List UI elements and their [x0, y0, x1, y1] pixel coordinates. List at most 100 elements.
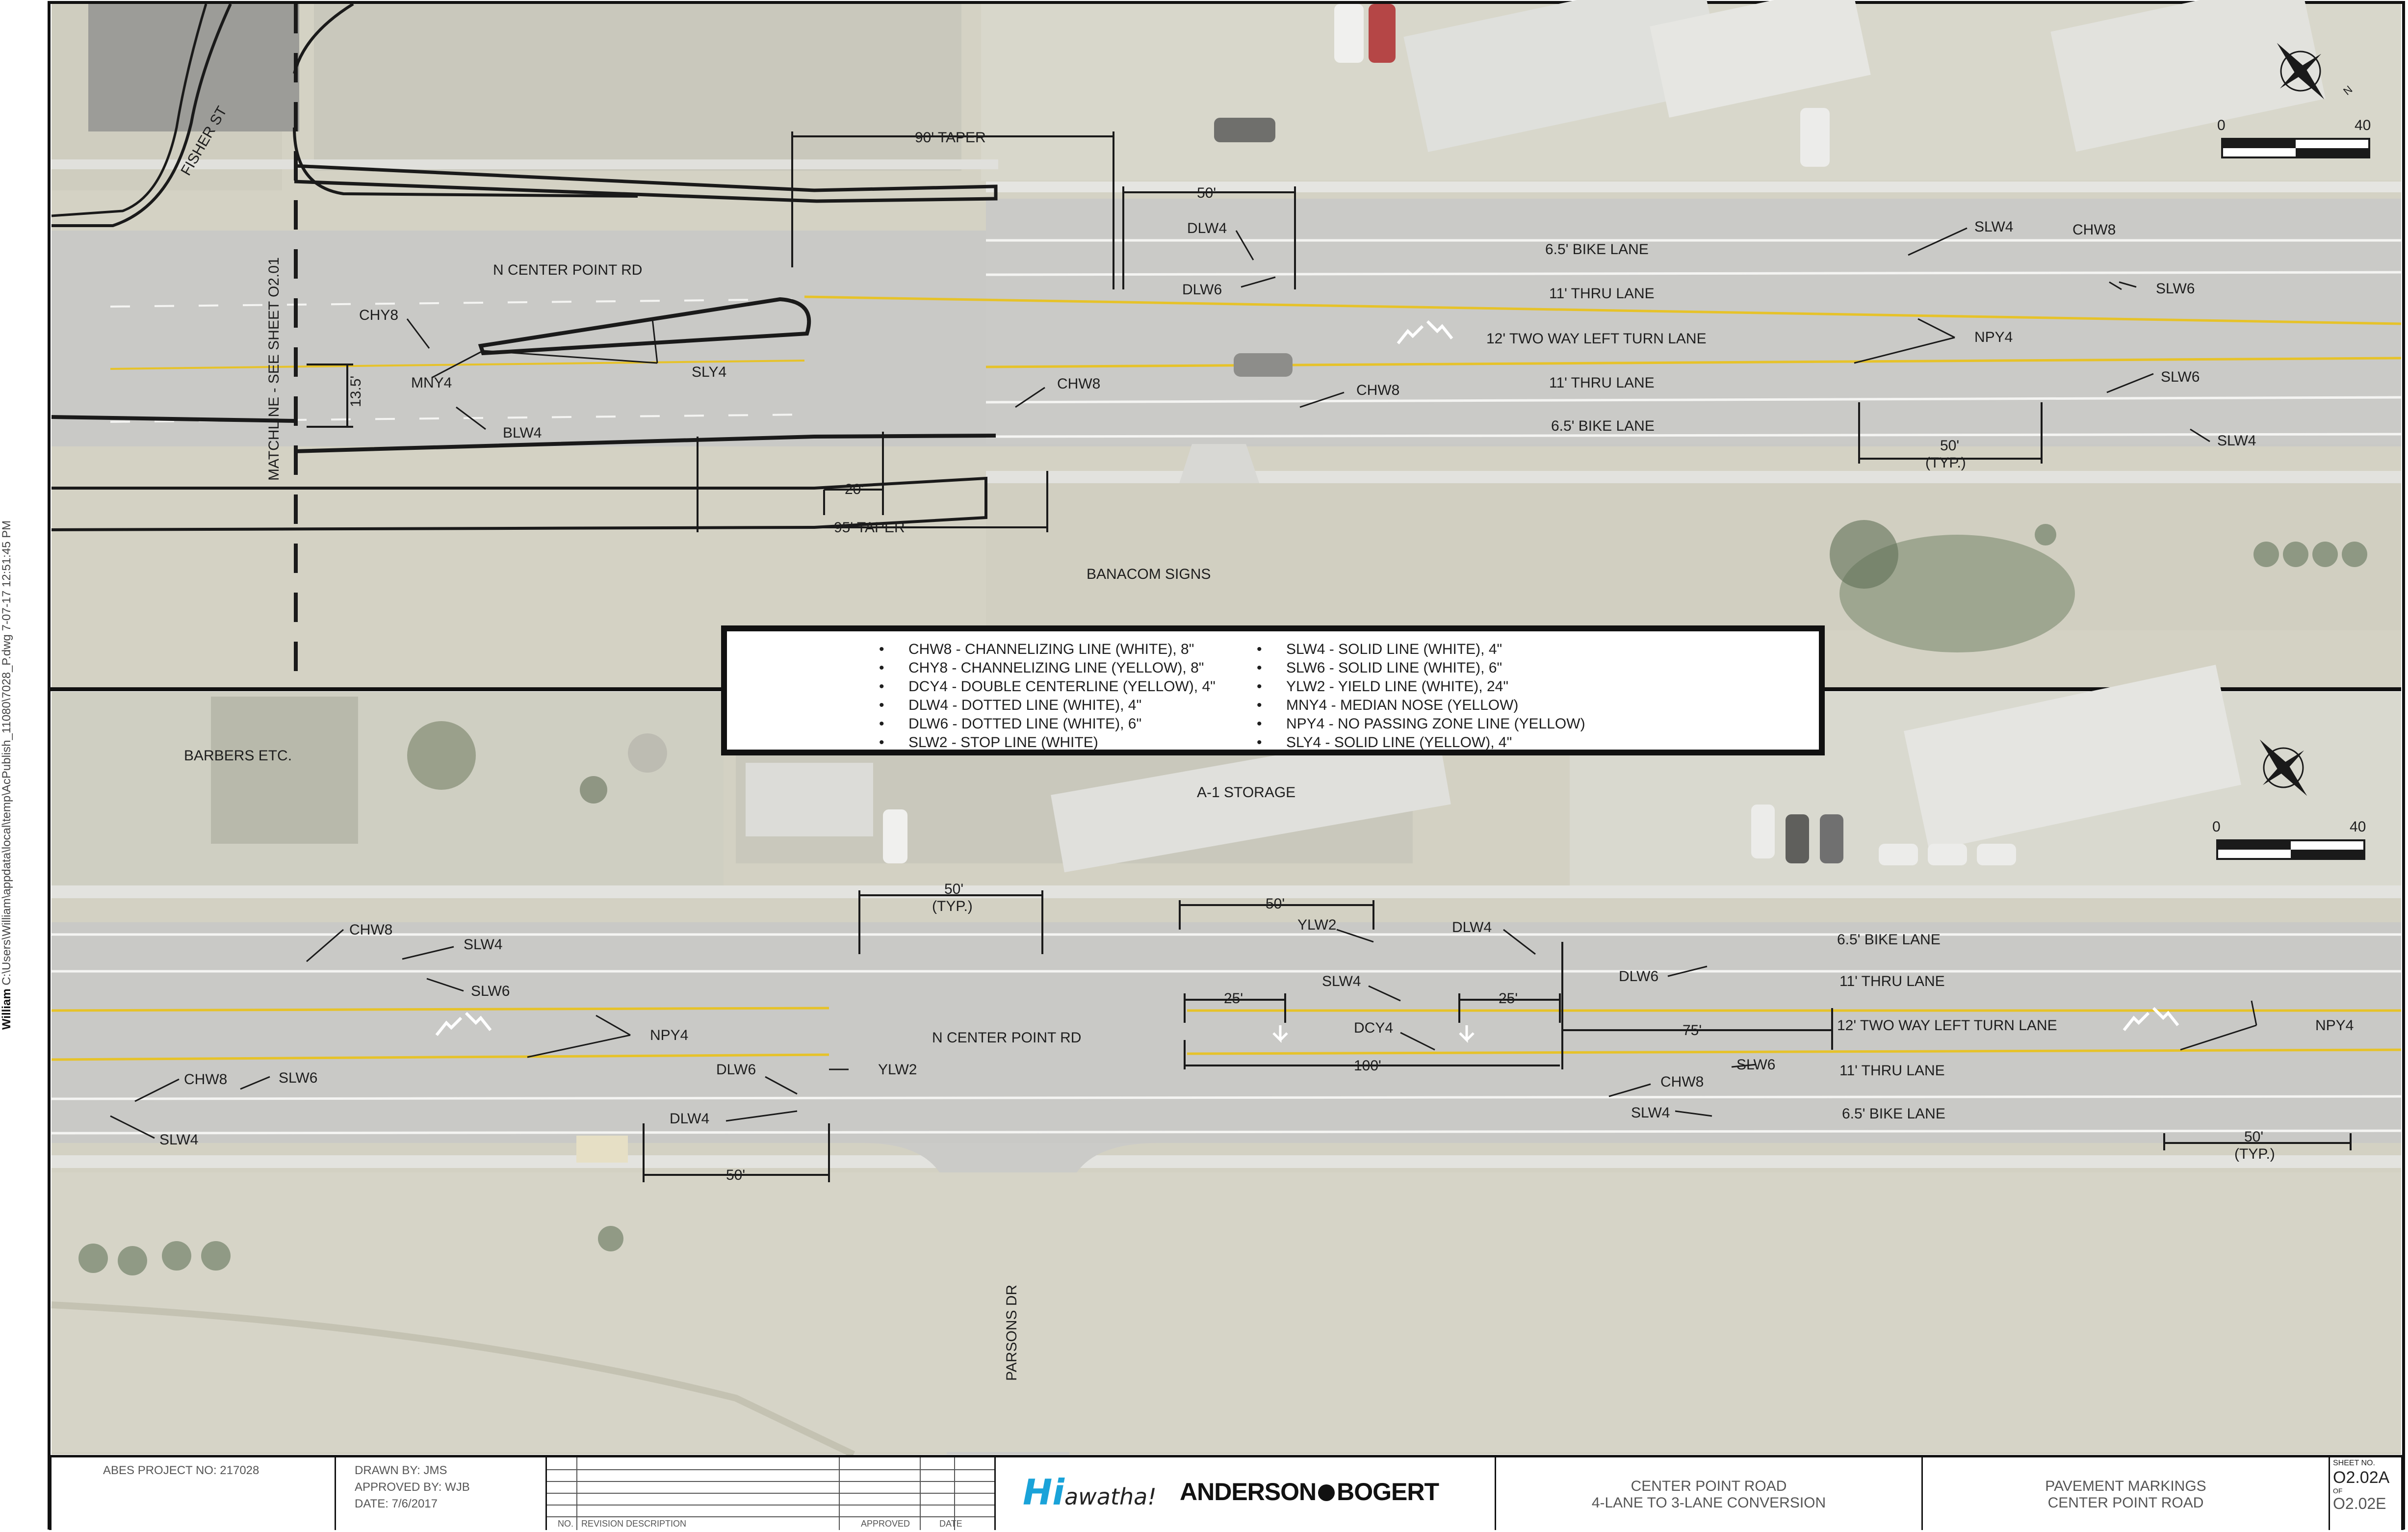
legend-item: DCY4 - DOUBLE CENTERLINE (YELLOW), 4"	[879, 677, 1216, 696]
callout-slw4: SLW4	[159, 1132, 198, 1148]
dimension-lines	[307, 131, 2043, 532]
vehicle	[1879, 844, 1918, 865]
vehicle	[1751, 805, 1775, 858]
plot-stamp: William C:\Users\William\appdata\local\t…	[0, 39, 29, 1511]
bottom-aerial-viewport	[51, 665, 2402, 1458]
logos-cell	[996, 1457, 1496, 1530]
legend-item: DLW6 - DOTTED LINE (WHITE), 6"	[879, 715, 1216, 733]
scale-bar	[2216, 839, 2365, 860]
lane-label: 11' THRU LANE	[1549, 375, 1655, 391]
sheet-total: O2.02E	[2333, 1495, 2386, 1512]
rev-header-approved: APPROVED	[861, 1519, 910, 1529]
dimension-label: (TYP.)	[2234, 1146, 2275, 1162]
right-turn-lane-outline	[294, 164, 998, 203]
road-pavement	[52, 922, 2401, 1143]
project-number-cell: ABES PROJECT NO: 217028	[52, 1457, 336, 1530]
dimension-label: (TYP.)	[1925, 455, 1966, 471]
building-roof	[1904, 665, 2241, 851]
legend-item: SLY4 - SOLID LINE (YELLOW), 4"	[1257, 733, 1585, 752]
approved-by: APPROVED BY: WJB	[355, 1480, 470, 1494]
callout-npy4: NPY4	[2315, 1017, 2354, 1034]
dimension-lines	[643, 890, 2352, 1182]
lane-label: 6.5' BIKE LANE	[1545, 241, 1649, 258]
drawn-by: DRAWN BY: JMS	[355, 1464, 447, 1477]
dimension-label: 50'	[726, 1167, 745, 1183]
callout-dlw4: DLW4	[1452, 919, 1492, 935]
plot-file-path: C:\Users\William\appdata\local\temp\AcPu…	[0, 634, 13, 986]
legend-item: NPY4 - NO PASSING ZONE LINE (YELLOW)	[1257, 715, 1585, 733]
callout-chw8: CHW8	[1660, 1074, 1704, 1090]
road-label: N CENTER POINT RD	[932, 1030, 1081, 1046]
lane-label: 12' TWO WAY LEFT TURN LANE	[1486, 331, 1707, 347]
callout-chw8: CHW8	[1057, 376, 1100, 392]
building-roof	[1650, 0, 1871, 118]
callout-npy4: NPY4	[650, 1027, 688, 1043]
dimension-label: 50'	[1940, 438, 1959, 454]
legend-item: SLW2 - STOP LINE (WHITE)	[879, 733, 1216, 752]
top-aerial-viewport: N	[51, 0, 2402, 688]
vehicle	[1928, 844, 1967, 865]
callout-dlw6: DLW6	[1619, 968, 1658, 985]
building-roof	[2050, 0, 2326, 152]
lane-label: 6.5' BIKE LANE	[1551, 418, 1655, 434]
matchline-label: MATCHLINE - SEE SHEET O2.01	[266, 257, 282, 481]
callout-slw6: SLW6	[1736, 1057, 1775, 1073]
landscape-circle	[407, 721, 476, 790]
plot-user: William	[0, 988, 13, 1030]
marking-legend: CHW8 - CHANNELIZING LINE (WHITE), 8" CHY…	[721, 625, 1825, 755]
callout-chw8: CHW8	[1356, 382, 1399, 398]
revision-table: NO. REVISION DESCRIPTION APPROVED DATE	[547, 1457, 996, 1530]
fisher-st-curb	[52, 3, 232, 227]
callout-chy8: CHY8	[359, 307, 398, 323]
callout-chw8: CHW8	[349, 922, 392, 938]
sheet-title-cell: PAVEMENT MARKINGS CENTER POINT ROAD	[1923, 1457, 2330, 1530]
vehicle	[1786, 814, 1809, 863]
north-arrow-icon	[2259, 739, 2307, 796]
road-label: N CENTER POINT RD	[493, 262, 642, 278]
legend-column-left: CHW8 - CHANNELIZING LINE (WHITE), 8" CHY…	[879, 640, 1216, 752]
building-roof	[211, 697, 358, 844]
callout-slw6: SLW6	[2156, 281, 2195, 297]
logo-mark-icon	[1318, 1484, 1335, 1501]
vehicle	[1334, 4, 1364, 63]
vehicle	[1369, 4, 1396, 63]
dimension-label: 95' TAPER	[834, 519, 905, 536]
sheet-of-label: OF	[2333, 1487, 2343, 1495]
callout-slw6: SLW6	[2161, 369, 2200, 385]
scale-label: 40	[2350, 819, 2366, 835]
legend-item: DLW4 - DOTTED LINE (WHITE), 4"	[879, 696, 1216, 715]
callout-mny4: MNY4	[411, 375, 452, 391]
callout-dcy4: DCY4	[1354, 1020, 1393, 1036]
business-label: BANACOM SIGNS	[1087, 566, 1211, 582]
legend-item: CHY8 - CHANNELIZING LINE (YELLOW), 8"	[879, 659, 1216, 677]
scale-label: 0	[2212, 819, 2221, 835]
lane-label: 6.5' BIKE LANE	[1837, 932, 1941, 948]
north-arrow-icon: N	[2277, 43, 2355, 100]
sign-base	[576, 1136, 628, 1163]
business-label: A-1 STORAGE	[1197, 784, 1295, 801]
vehicle	[1214, 118, 1275, 142]
building-roof	[1403, 0, 1726, 152]
callout-sly4: SLY4	[692, 364, 726, 380]
plot-date: 7-07-17	[0, 590, 13, 631]
project-title-line-2: 4-LANE TO 3-LANE CONVERSION	[1591, 1495, 1826, 1511]
project-number: ABES PROJECT NO: 217028	[103, 1464, 259, 1477]
vehicle	[1800, 108, 1830, 167]
scale-label: 40	[2355, 117, 2371, 133]
legend-item: SLW6 - SOLID LINE (WHITE), 6"	[1257, 659, 1585, 677]
plot-time: 12:51:45 PM	[0, 520, 13, 588]
callout-slw4: SLW4	[1974, 219, 2013, 235]
business-label: BARBERS ETC.	[184, 748, 292, 764]
sheet-number: O2.02A	[2333, 1468, 2390, 1487]
dimension-label: 20'	[845, 481, 864, 497]
drafter-cell: DRAWN BY: JMS APPROVED BY: WJB DATE: 7/6…	[336, 1457, 547, 1530]
lane-label: 11' THRU LANE	[1839, 973, 1945, 989]
callout-dlw4: DLW4	[1187, 220, 1227, 236]
callout-dlw6: DLW6	[716, 1062, 756, 1078]
drawing-date: DATE: 7/6/2017	[355, 1497, 438, 1510]
lane-label: 11' THRU LANE	[1839, 1063, 1945, 1079]
dimension-label: 13.5'	[348, 376, 364, 407]
vehicle	[1977, 844, 2016, 865]
legend-item: CHW8 - CHANNELIZING LINE (WHITE), 8"	[879, 640, 1216, 659]
callout-slw4: SLW4	[1322, 973, 1361, 989]
